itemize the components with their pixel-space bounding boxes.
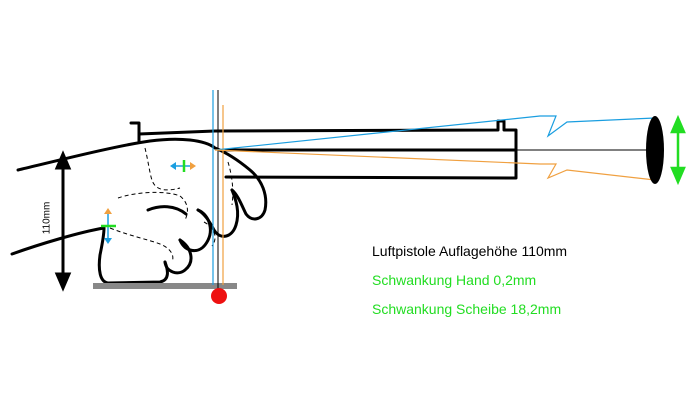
rest-bar — [93, 283, 237, 289]
height-arrow — [54, 150, 72, 292]
hand-outline — [10, 137, 268, 285]
caption-hand-sway: Schwankung Hand 0,2mm — [372, 272, 537, 288]
caption-target-sway: Schwankung Scheibe 18,2mm — [372, 301, 562, 317]
target-disc — [646, 116, 664, 184]
orange-deflection-line — [214, 149, 656, 181]
height-label: 110mm — [41, 201, 53, 235]
pivot-point — [211, 288, 227, 304]
finger-dashes — [109, 147, 234, 263]
target-sway-arrow — [670, 114, 686, 186]
hand-sway-marker-top — [170, 160, 196, 172]
hand-sway-marker-bottom — [101, 208, 116, 244]
caption-rest-height: Luftpistole Auflagehöhe 110mm — [372, 243, 568, 259]
blue-deflection-line — [214, 115, 656, 151]
